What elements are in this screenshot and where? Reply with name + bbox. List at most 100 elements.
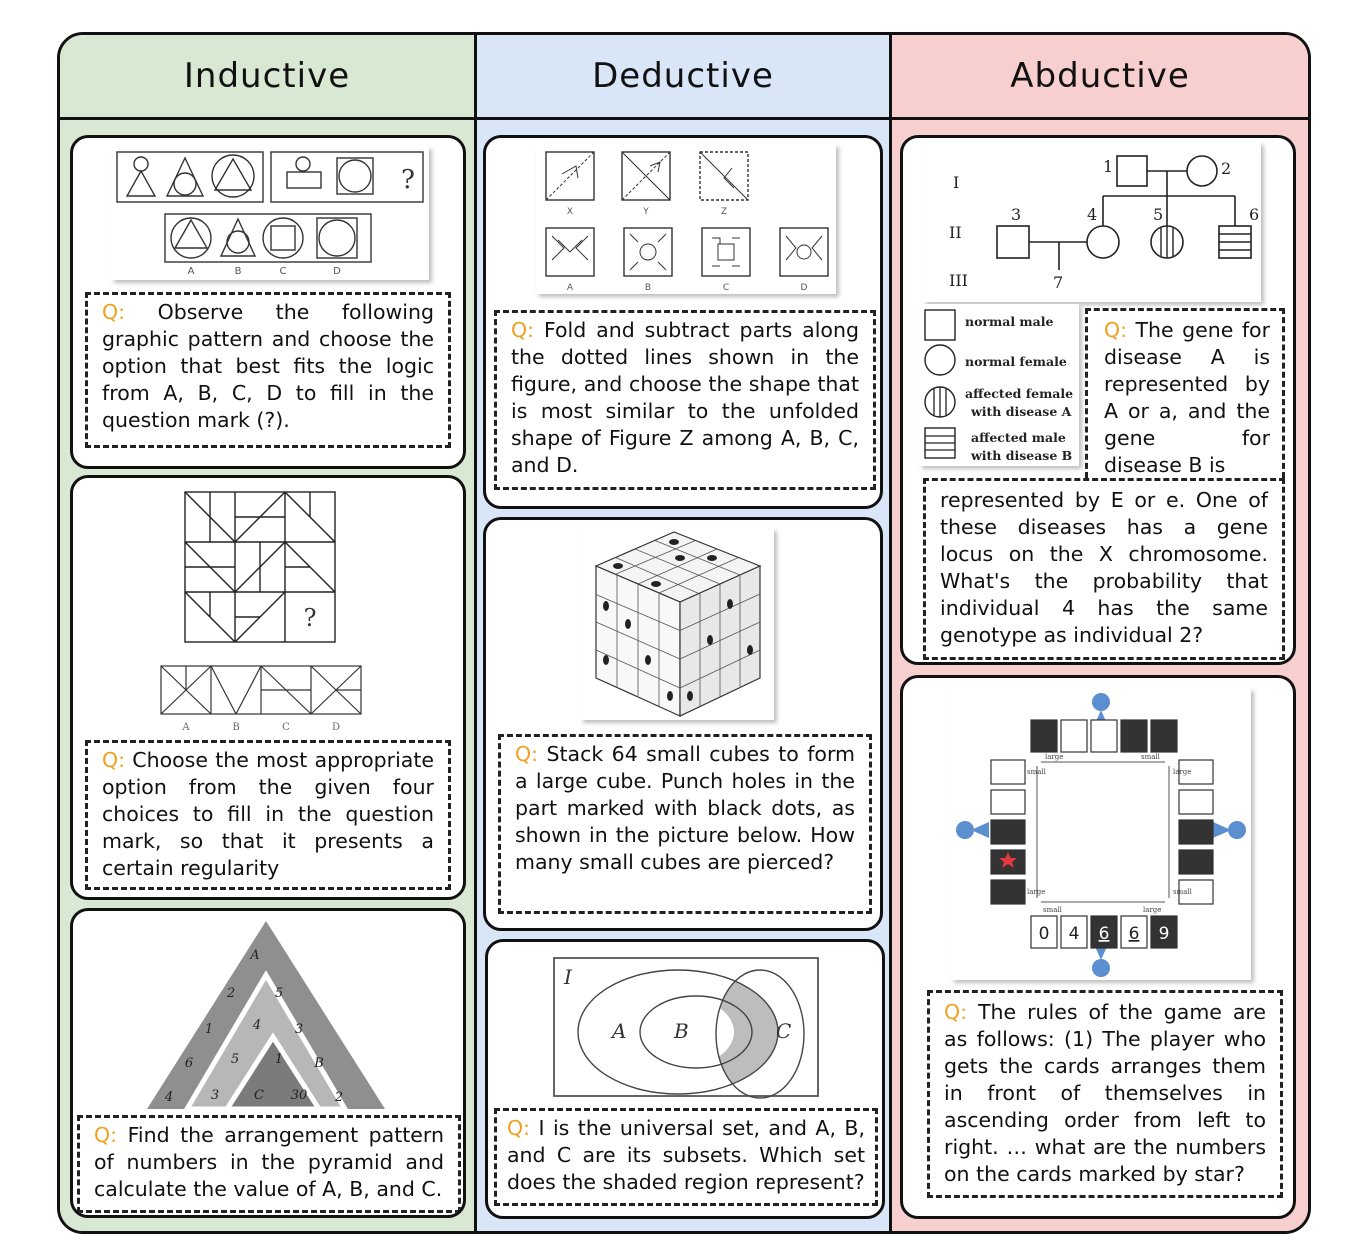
grid-option-d: D — [332, 722, 340, 733]
inductive-question-3: Q: Find the arrangement pattern of numbe… — [77, 1115, 461, 1213]
q-prefix: Q: — [102, 300, 126, 324]
pyramid-label: 4 — [252, 1018, 261, 1033]
deductive-question-2: Q: Stack 64 small cubes to form a large … — [498, 734, 872, 914]
card-value: 9 — [1159, 924, 1170, 944]
inductive-card-1: ? A B C D Q: — [70, 135, 466, 469]
legend-normal-female: normal female — [965, 354, 1067, 369]
venn-label-a: A — [610, 1019, 626, 1043]
deductive-column: Deductive — [477, 35, 893, 1231]
abductive-title: Abductive — [892, 35, 1308, 120]
option-a-label: A — [188, 266, 195, 277]
individual-7-label: 7 — [1053, 273, 1063, 292]
pyramid-label: C — [254, 1088, 264, 1103]
deductive-question-3: Q: I is the universal set, and A, B, and… — [494, 1108, 878, 1206]
fold-label-z: Z — [721, 207, 727, 217]
individual-4-label: 4 — [1087, 205, 1097, 224]
question-text: represented by E or e. One of these dise… — [940, 488, 1269, 647]
pyramid-label: 6 — [185, 1056, 193, 1071]
inductive-question-2: Q: Choose the most appropriate option fr… — [85, 740, 451, 890]
inductive-column: Inductive — [60, 35, 477, 1231]
grid-pattern-figure: ? A B C D — [157, 488, 373, 734]
q-prefix: Q: — [1104, 318, 1128, 342]
option-d-label: D — [333, 266, 341, 277]
side-label: large — [1143, 906, 1161, 914]
deductive-card-1: X Y Z — [483, 135, 883, 509]
card-value: 4 — [1069, 924, 1080, 944]
option-c-label: C — [280, 266, 287, 277]
abductive-question-1-top: Q: The gene for disease A is represented… — [1085, 308, 1286, 478]
q-prefix: Q: — [511, 318, 535, 342]
grid-question-mark: ? — [304, 604, 317, 632]
deductive-question-1: Q: Fold and subtract parts along the dot… — [494, 310, 876, 490]
individual-2-label: 2 — [1221, 159, 1231, 178]
question-text: Choose the most appropriate option from … — [102, 748, 434, 880]
abductive-card-1: I II III — [900, 135, 1297, 665]
pyramid-label: 1 — [205, 1022, 213, 1037]
individual-5-label: 5 — [1153, 205, 1163, 224]
abductive-question-1-bottom: represented by E or e. One of these dise… — [923, 478, 1286, 660]
side-label: large — [1173, 768, 1191, 776]
generation-label: I — [953, 173, 959, 192]
option-b-label: B — [235, 266, 242, 277]
fold-option-b: B — [645, 283, 651, 293]
deductive-title: Deductive — [477, 35, 890, 120]
grid-option-b: B — [232, 722, 239, 733]
pyramid-label: 3 — [295, 1022, 303, 1037]
number-pyramid-figure: A 2 5 1 4 3 6 5 1 B 4 3 C 30 2 — [143, 917, 389, 1111]
paper-folding-figure: X Y Z — [536, 144, 836, 294]
question-text: Find the arrangement pattern of numbers … — [94, 1123, 444, 1201]
venn-label-c: C — [776, 1019, 791, 1043]
side-label: large — [1027, 888, 1045, 896]
q-prefix: Q: — [515, 742, 539, 766]
reasoning-types-figure: Inductive — [57, 32, 1311, 1234]
question-text: Stack 64 small cubes to form a large cub… — [515, 742, 855, 874]
deductive-card-3: I A B C Q: I is the universal set, and A… — [485, 939, 885, 1219]
side-label: small — [1027, 768, 1047, 776]
pyramid-label: A — [249, 948, 259, 963]
fold-label-y: Y — [642, 207, 649, 217]
deductive-card-2: Q: Stack 64 small cubes to form a large … — [483, 517, 883, 931]
inductive-question-1: Q: Observe the following graphic pattern… — [85, 292, 451, 448]
individual-6-label: 6 — [1249, 205, 1259, 224]
pyramid-label: 1 — [275, 1052, 283, 1067]
pyramid-label: 3 — [211, 1088, 219, 1103]
legend-affected-female: affected female — [965, 386, 1073, 401]
pedigree-legend: normal male normal female affected femal… — [919, 304, 1080, 466]
question-text: The gene for disease A is represented by… — [1104, 318, 1271, 477]
venn-label-b: B — [673, 1019, 689, 1043]
individual-3-label: 3 — [1011, 205, 1021, 224]
grid-option-c: C — [282, 722, 290, 733]
abductive-column: Abductive I II III — [892, 35, 1308, 1231]
legend-affected-male: affected male — [971, 430, 1066, 445]
punched-cube-figure — [580, 528, 774, 720]
star-icon — [999, 852, 1018, 868]
question-text: Observe the following graphic pattern an… — [102, 300, 434, 432]
pyramid-label: 4 — [164, 1090, 173, 1105]
inductive-card-3: A 2 5 1 4 3 6 5 1 B 4 3 C 30 2 — [70, 908, 466, 1218]
fold-label-x: X — [567, 207, 573, 217]
venn-label-i: I — [563, 965, 573, 989]
legend-disease-b: with disease B — [970, 448, 1072, 463]
card-game-figure: large small large small large small larg… — [951, 688, 1252, 980]
venn-diagram-figure: I A B C — [550, 954, 822, 1100]
legend-disease-a: with disease A — [970, 404, 1072, 419]
pedigree-chart-figure: I II III — [923, 142, 1262, 302]
inductive-card-2: ? A B C D — [70, 475, 466, 900]
pyramid-label: B — [313, 1056, 324, 1071]
fold-option-d: D — [801, 283, 808, 293]
grid-option-a: A — [181, 722, 190, 733]
individual-1-label: 1 — [1103, 157, 1113, 176]
question-text: I is the universal set, and A, B, and C … — [507, 1116, 865, 1194]
legend-normal-male: normal male — [965, 314, 1054, 329]
card-value: 6 — [1129, 924, 1140, 944]
side-label: small — [1173, 888, 1193, 896]
shape-sequence-figure: ? A B C D — [111, 146, 429, 280]
q-prefix: Q: — [102, 748, 126, 772]
pyramid-label: 5 — [275, 986, 283, 1001]
side-label: large — [1045, 753, 1063, 761]
pyramid-label: 30 — [291, 1088, 308, 1103]
generation-label: III — [949, 271, 968, 290]
q-prefix: Q: — [507, 1116, 531, 1140]
q-prefix: Q: — [94, 1123, 118, 1147]
pyramid-label: 5 — [231, 1052, 239, 1067]
